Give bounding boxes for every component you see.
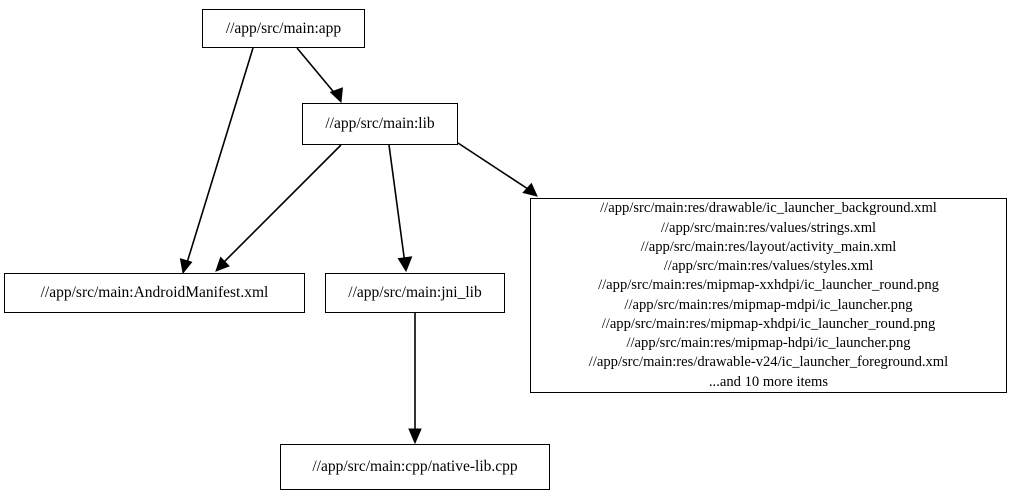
- graph-node-jni-lib-label: //app/src/main:jni_lib: [348, 284, 482, 302]
- graph-node-resources[interactable]: //app/src/main:res/drawable/ic_launcher_…: [530, 198, 1007, 393]
- edge-app-to-manifest: [179, 47, 254, 275]
- edge-lib-to-jni-lib: [388, 144, 413, 273]
- graph-node-lib-label: //app/src/main:lib: [325, 115, 435, 133]
- graph-node-lib[interactable]: //app/src/main:lib: [302, 103, 458, 145]
- graph-node-jni-lib[interactable]: //app/src/main:jni_lib: [325, 273, 505, 313]
- graph-node-resources-label: //app/src/main:res/drawable/ic_launcher_…: [588, 200, 949, 390]
- graph-node-native-lib-label: //app/src/main:cpp/native-lib.cpp: [312, 458, 518, 476]
- graph-node-app[interactable]: //app/src/main:app: [202, 9, 365, 48]
- edge-jni-lib-to-native-lib: [408, 313, 422, 445]
- graph-node-android-manifest[interactable]: //app/src/main:AndroidManifest.xml: [4, 273, 305, 313]
- graph-node-android-manifest-label: //app/src/main:AndroidManifest.xml: [40, 284, 269, 302]
- edge-lib-to-manifest: [215, 144, 342, 272]
- graph-node-app-label: //app/src/main:app: [225, 19, 342, 37]
- edge-app-to-lib: [296, 47, 343, 104]
- edge-lib-to-resources: [457, 142, 538, 197]
- graph-node-native-lib[interactable]: //app/src/main:cpp/native-lib.cpp: [280, 444, 550, 490]
